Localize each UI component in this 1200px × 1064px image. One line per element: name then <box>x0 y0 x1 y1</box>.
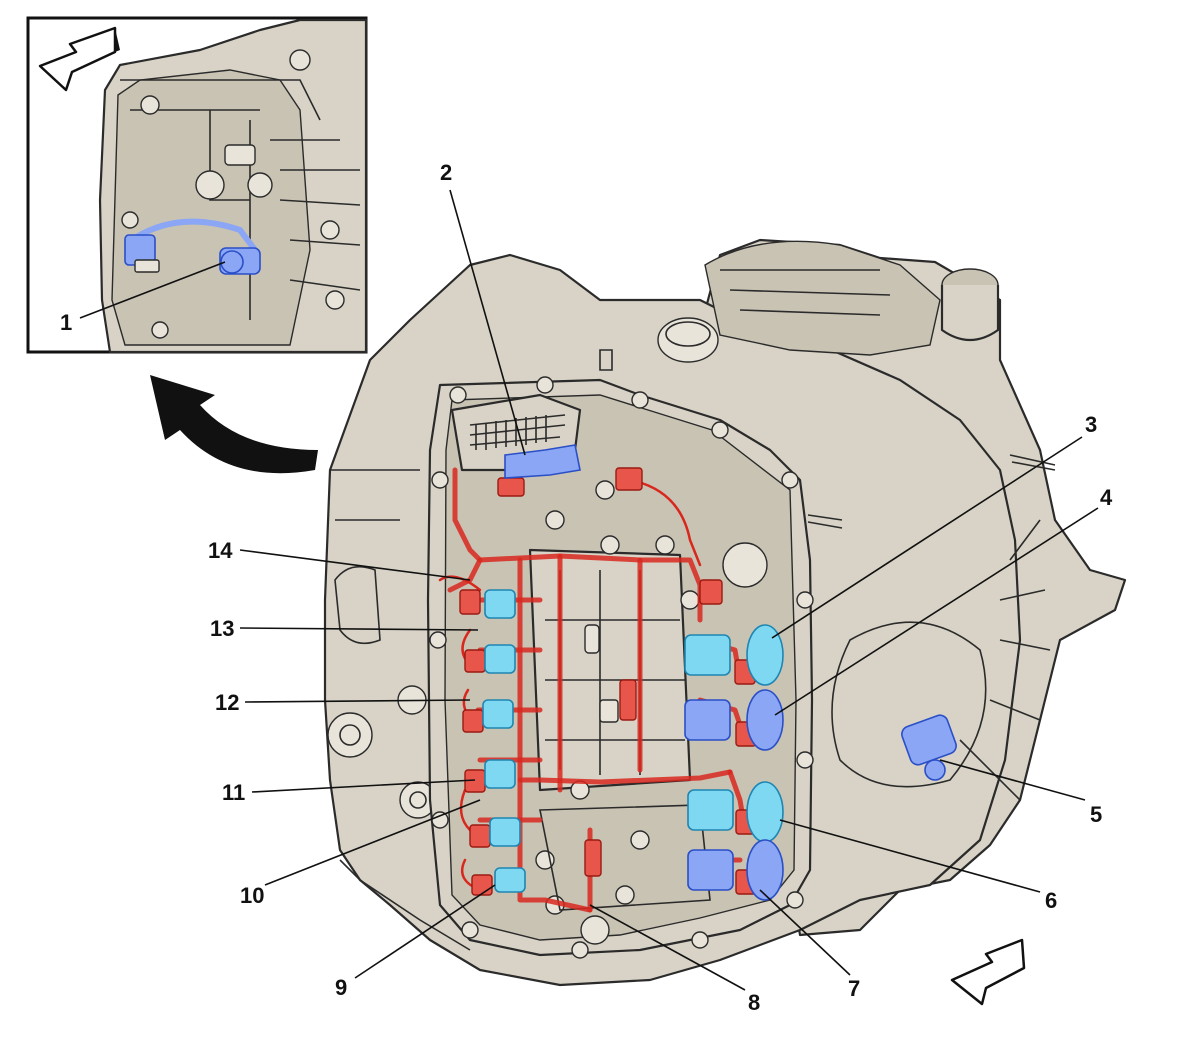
callout-12: 12 <box>215 690 239 715</box>
direction-arrow-icon <box>950 938 1026 1006</box>
callout-1: 1 <box>60 310 72 335</box>
direction-arrow-icon <box>38 26 120 92</box>
right-solenoid-column <box>684 624 784 901</box>
callout-numbers: 1 2 3 4 5 6 7 8 9 10 11 12 13 14 <box>60 160 1113 1015</box>
callout-11: 11 <box>222 780 245 805</box>
callout-2: 2 <box>440 160 452 185</box>
callout-13: 13 <box>210 616 234 641</box>
callout-14: 14 <box>208 538 233 563</box>
callout-9: 9 <box>335 975 347 1000</box>
inset-detail <box>26 16 368 354</box>
leader-lines <box>79 189 1099 991</box>
callout-4: 4 <box>1100 485 1113 510</box>
callout-6: 6 <box>1045 888 1057 913</box>
speed-sensor <box>901 714 957 781</box>
callout-10: 10 <box>240 883 264 908</box>
callout-5: 5 <box>1090 802 1102 827</box>
callout-3: 3 <box>1085 412 1097 437</box>
left-solenoid-row <box>482 589 526 893</box>
inset-curved-arrow-icon <box>150 375 318 474</box>
callout-8: 8 <box>748 990 760 1015</box>
callout-7: 7 <box>848 976 860 1001</box>
